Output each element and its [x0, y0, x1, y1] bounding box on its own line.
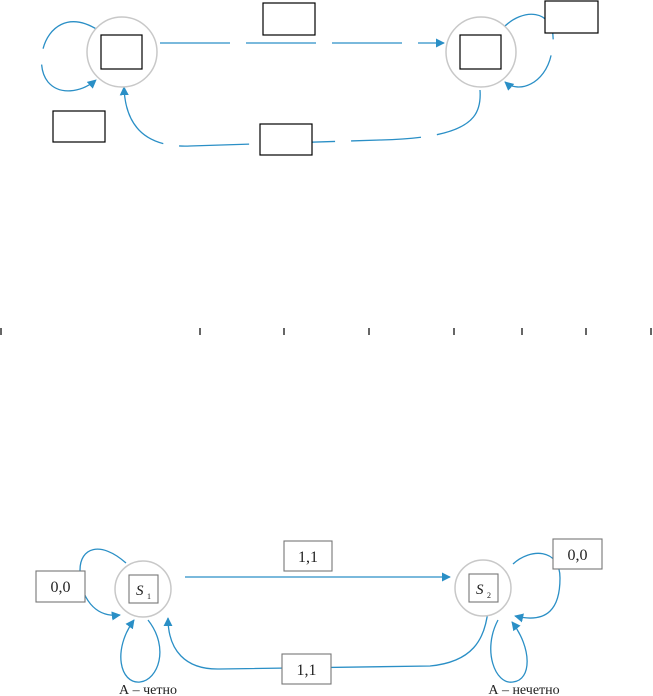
label-box-s1-self — [35, 570, 86, 603]
label-s1-to-s2: 1,1 — [298, 549, 318, 566]
top-s2-self-loop — [502, 13, 554, 91]
s1-bottom-loop — [120, 619, 161, 683]
label-box-s1-to-s2 — [283, 540, 333, 572]
state-s2-subscript: 2 — [487, 591, 491, 600]
label-box-s2-to-s1 — [281, 653, 332, 685]
label-s2-self: 0,0 — [568, 547, 588, 564]
s2-bottom-loop — [490, 619, 528, 683]
label-s2-to-s1: 1,1 — [297, 662, 317, 679]
top-diagram-draft — [40, 0, 599, 156]
state-s2-box — [468, 573, 499, 603]
top-label-s2-to-s1 — [259, 123, 313, 156]
state-s1-box — [128, 574, 159, 604]
state-s2-caption: А – нечетно — [488, 683, 559, 696]
bottom-diagram: S 1 S 2 0,0 1,1 0,0 1,1 А – четно А – не… — [35, 538, 603, 696]
state-s1-caption: А – четно — [119, 683, 177, 696]
top-s1-self-loop — [40, 21, 99, 92]
state-s1-subscript: 1 — [147, 592, 151, 601]
top-label-s1-to-s2 — [262, 2, 316, 36]
s2-self-loop-upper — [512, 552, 561, 623]
state-s1-symbol: S — [136, 583, 144, 599]
top-state-s2-box — [459, 34, 502, 70]
s1-self-loop-upper — [79, 548, 127, 621]
top-label-s2-self — [544, 0, 599, 34]
state-s2-symbol: S — [476, 582, 484, 598]
separator-tick-marks — [0, 328, 652, 335]
top-s2-to-s1-edge — [119, 86, 481, 147]
label-s1-self: 0,0 — [51, 579, 71, 596]
top-state-s1-box — [100, 34, 143, 70]
label-box-s2-self — [552, 538, 603, 570]
top-label-s1-self — [52, 110, 106, 143]
